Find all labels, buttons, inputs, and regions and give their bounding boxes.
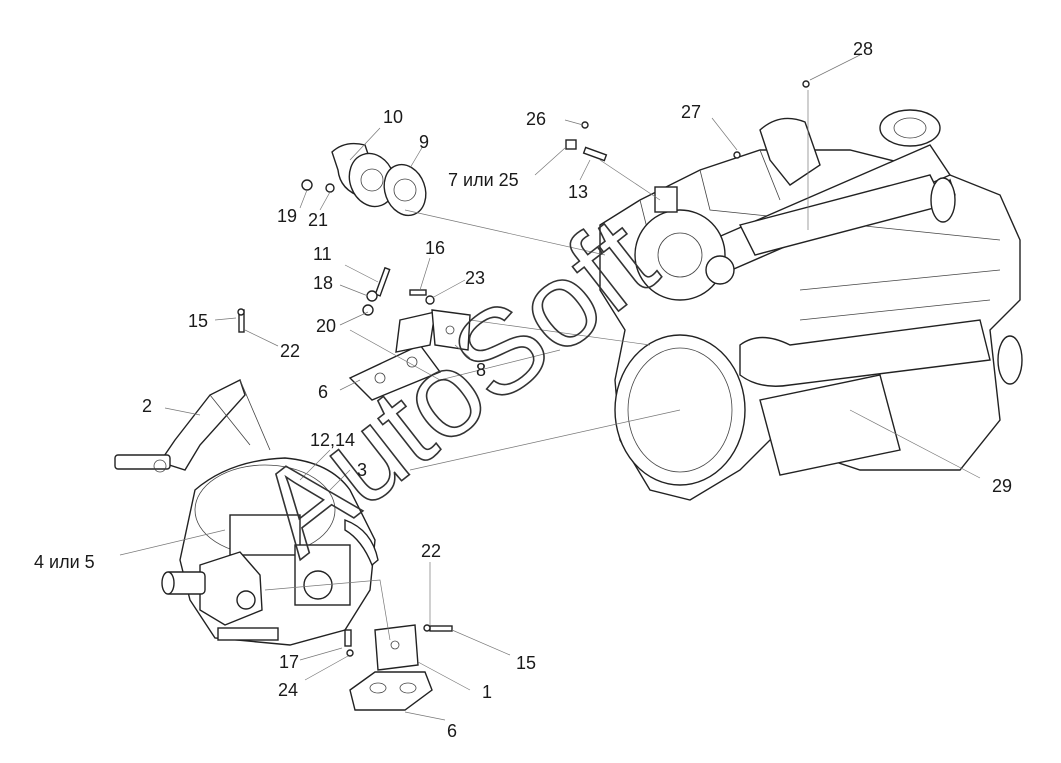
watermark: AutoSoft bbox=[234, 191, 679, 580]
bracket-6-upper bbox=[348, 311, 442, 401]
mount-bracket-1 bbox=[374, 624, 419, 671]
label-8: 8 bbox=[476, 360, 486, 380]
fasteners-7-13-26 bbox=[565, 121, 608, 162]
label-9: 9 bbox=[419, 132, 429, 152]
label-15-lower: 15 bbox=[516, 653, 536, 673]
label-3: 3 bbox=[357, 460, 367, 480]
bolt-15-top bbox=[237, 308, 245, 333]
label-11: 11 bbox=[313, 244, 332, 264]
label-27: 27 bbox=[681, 102, 701, 122]
label-12-14: 12,14 bbox=[310, 430, 355, 450]
stud-bolts-11-16-18-20-23 bbox=[362, 266, 435, 316]
mount-bracket-6-lower bbox=[349, 671, 433, 711]
label-17: 17 bbox=[279, 652, 299, 672]
label-19: 19 bbox=[277, 206, 297, 226]
bolts-15-17-22-24-lower bbox=[344, 624, 453, 657]
label-21: 21 bbox=[308, 210, 328, 230]
label-22-lower: 22 bbox=[421, 541, 441, 561]
label-15-top: 15 bbox=[188, 311, 208, 331]
label-20: 20 bbox=[316, 316, 336, 336]
label-13: 13 bbox=[568, 182, 588, 202]
label-10: 10 bbox=[383, 107, 403, 127]
label-24: 24 bbox=[278, 680, 298, 700]
leader-lines bbox=[119, 54, 981, 721]
engine-block bbox=[599, 109, 1023, 501]
label-6-lower: 6 bbox=[447, 721, 457, 741]
part-labels: 10 9 19 21 26 7 или 25 13 27 28 11 16 18… bbox=[34, 39, 1012, 741]
elbow-pipe-10 bbox=[331, 142, 396, 208]
label-23: 23 bbox=[465, 268, 485, 288]
label-18: 18 bbox=[313, 273, 333, 293]
support-bracket-2 bbox=[114, 379, 271, 473]
label-22-top: 22 bbox=[280, 341, 300, 361]
bracket-8 bbox=[431, 309, 471, 351]
label-26: 26 bbox=[526, 109, 546, 129]
label-16: 16 bbox=[425, 238, 445, 258]
label-28: 28 bbox=[853, 39, 873, 59]
label-1: 1 bbox=[482, 682, 492, 702]
fasteners-27-28 bbox=[733, 80, 810, 159]
gearbox-housing bbox=[161, 457, 379, 646]
label-2: 2 bbox=[142, 396, 152, 416]
label-6-upper: 6 bbox=[318, 382, 328, 402]
label-29: 29 bbox=[992, 476, 1012, 496]
label-4-or-5: 4 или 5 bbox=[34, 552, 95, 572]
gasket-9 bbox=[383, 163, 427, 217]
label-7-or-25: 7 или 25 bbox=[448, 170, 519, 190]
